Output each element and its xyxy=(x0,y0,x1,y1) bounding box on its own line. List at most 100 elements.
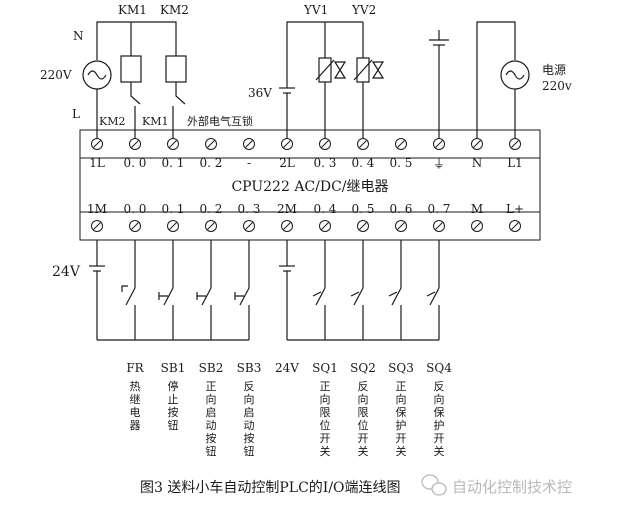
switch-fr-icon xyxy=(125,287,136,306)
terminal-screw-slot xyxy=(245,222,253,230)
top-terminal-label: N xyxy=(472,156,483,170)
valve-yv1-label: YV1 xyxy=(303,3,328,17)
coil-km2-label: KM2 xyxy=(160,3,189,17)
coil-km1-label: KM1 xyxy=(118,3,147,17)
top-terminal-label: 0. 5 xyxy=(390,156,413,170)
voltage-36v-label: 36V xyxy=(248,86,272,100)
top-terminal-label: 0. 4 xyxy=(352,156,375,170)
input-desc-fr: 热继电器 xyxy=(130,380,141,432)
wechat-icon xyxy=(421,474,447,496)
voltage-24v-label: 24V xyxy=(52,264,81,280)
switch-sq2-icon xyxy=(353,287,364,306)
terminal-screw-slot xyxy=(359,140,367,148)
ground-terminal-label: ⏚ xyxy=(433,157,445,171)
bottom-terminal-label: 0. 4 xyxy=(314,202,337,216)
input-desc-sq1: 正向限位开关 xyxy=(320,380,331,458)
left-power-circuit: N 220V L KM1 KM2 KM2 KM1 外部电气互锁 xyxy=(40,3,253,138)
top-terminal-screws xyxy=(91,138,521,150)
terminal-screw-slot xyxy=(169,222,177,230)
terminal-screw-slot xyxy=(283,222,291,230)
switch-sb3-icon xyxy=(239,287,250,306)
input-code-sq2: SQ2 xyxy=(350,361,376,375)
input-code-sq4: SQ4 xyxy=(426,361,452,375)
terminal-screw-slot xyxy=(321,140,329,148)
bottom-terminal-labels: 1M 0. 0 0. 1 0. 2 0. 3 2M 0. 4 0. 5 0. 6… xyxy=(87,202,524,216)
input-desc-sq2: 反向限位开关 xyxy=(358,380,369,458)
terminal-screw-slot xyxy=(169,140,177,148)
top-terminal-label: L1 xyxy=(507,156,523,170)
bottom-terminal-label: 0. 6 xyxy=(390,202,413,216)
valve-circuit: YV1 YV2 36V xyxy=(248,3,385,138)
terminal-screw-slot xyxy=(359,222,367,230)
input-desc-sq4: 反向保护开关 xyxy=(434,380,445,458)
terminal-screw-slot xyxy=(245,140,253,148)
terminal-screw-slot xyxy=(283,140,291,148)
plc-outline xyxy=(79,129,541,241)
terminal-screw-slot xyxy=(321,222,329,230)
top-terminal-label: 0. 2 xyxy=(200,156,223,170)
relay-coil-km1-icon xyxy=(120,55,142,83)
right-voltage-label: 220v xyxy=(542,79,572,93)
interlock-km2-label: KM2 xyxy=(99,115,125,128)
input-code-24v: 24V xyxy=(275,361,299,375)
terminal-screw-slot xyxy=(397,222,405,230)
input-descriptions: 热继电器 停止按钮 正向启动按钮 反向启动按钮 正向限位开关 反向限位开关 正向… xyxy=(130,379,445,458)
input-code-fr: FR xyxy=(126,361,144,375)
bottom-terminal-label: 0. 7 xyxy=(428,202,451,216)
bottom-terminal-screws xyxy=(91,220,521,232)
input-code-sq1: SQ1 xyxy=(312,361,338,375)
plc-module: CPU222 AC/DC/继电器 xyxy=(79,129,541,241)
terminal-screw-slot xyxy=(511,140,519,148)
terminal-screw-slot xyxy=(93,222,101,230)
line-label: L xyxy=(72,107,80,121)
terminal-screw-slot xyxy=(435,140,443,148)
bottom-terminal-label: M xyxy=(471,202,483,216)
terminal-screw-slot xyxy=(511,222,519,230)
switch-sq1-icon xyxy=(315,287,326,306)
switch-sb2-icon xyxy=(201,287,212,306)
input-desc-sq3: 正向保护开关 xyxy=(396,380,407,458)
top-terminal-label: 0. 3 xyxy=(314,156,337,170)
top-terminal-label: 2L xyxy=(279,156,295,170)
switch-sq4-icon xyxy=(429,287,440,306)
switch-sb1-icon xyxy=(163,287,174,306)
top-terminal-labels: 1L 0. 0 0. 1 0. 2 - 2L 0. 3 0. 4 0. 5 ⏚ … xyxy=(89,156,523,171)
ground-icon xyxy=(429,30,449,138)
cpu-model-label: CPU222 AC/DC/继电器 xyxy=(231,179,388,195)
terminal-screw-slot xyxy=(131,222,139,230)
top-terminal-label: - xyxy=(247,156,251,170)
neutral-label: N xyxy=(73,29,84,43)
input-labels: FR SB1 SB2 SB3 24V SQ1 SQ2 SQ3 SQ4 xyxy=(126,361,452,375)
terminal-screw-slot xyxy=(207,140,215,148)
terminal-screw-slot xyxy=(93,140,101,148)
input-code-sq3: SQ3 xyxy=(388,361,414,375)
bottom-terminal-label: 2M xyxy=(277,202,297,216)
bottom-terminal-label: 0. 1 xyxy=(162,202,185,216)
left-voltage-label: 220V xyxy=(40,68,72,82)
terminal-screw-slot xyxy=(397,140,405,148)
input-desc-sb1: 停止按钮 xyxy=(168,379,179,432)
interlock-km1-label: KM1 xyxy=(142,115,168,128)
terminal-screw-slot xyxy=(435,222,443,230)
bottom-terminal-label: 0. 3 xyxy=(238,202,261,216)
top-terminal-label: 1L xyxy=(89,156,105,170)
terminal-screw-slot xyxy=(473,222,481,230)
terminal-screw-slot xyxy=(207,222,215,230)
switch-sq3-icon xyxy=(391,287,402,306)
bottom-terminal-label: 1M xyxy=(87,202,107,216)
bottom-terminal-label: 0. 5 xyxy=(352,202,375,216)
valve-yv2-label: YV2 xyxy=(351,3,376,17)
relay-coil-km2-icon xyxy=(165,55,187,83)
bottom-terminal-label: L+ xyxy=(506,202,524,216)
interlock-label: 外部电气互锁 xyxy=(187,114,253,128)
power-label: 电源 xyxy=(542,63,566,77)
input-code-sb3: SB3 xyxy=(237,361,262,375)
input-circuit: 24V xyxy=(52,240,440,341)
terminal-screw-slot xyxy=(131,140,139,148)
terminal-screw-slot xyxy=(473,140,481,148)
input-desc-sb2: 正向启动按钮 xyxy=(206,380,217,458)
input-code-sb2: SB2 xyxy=(199,361,224,375)
input-code-sb1: SB1 xyxy=(161,361,186,375)
bottom-terminal-label: 0. 2 xyxy=(200,202,223,216)
